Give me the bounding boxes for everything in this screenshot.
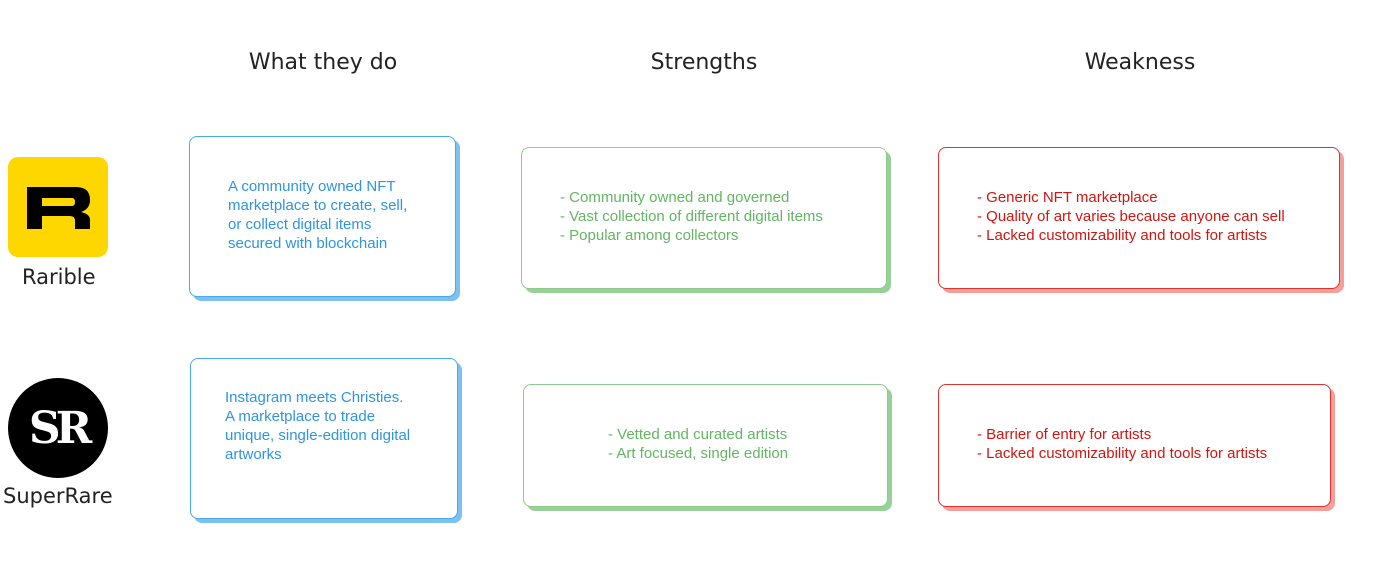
card-line: artworks bbox=[225, 445, 282, 463]
header-weakness: Weakness bbox=[1084, 50, 1196, 75]
superrare-weakness-text: - Barrier of entry for artists - Lacked … bbox=[977, 425, 1267, 463]
card-line: - Lacked customizability and tools for a… bbox=[977, 226, 1268, 244]
rarible-what-they-do-text: A community owned NFT marketplace to cre… bbox=[228, 177, 407, 253]
card-line: - Barrier of entry for artists bbox=[977, 425, 1152, 443]
superrare-strengths-card: - Vetted and curated artists - Art focus… bbox=[523, 384, 888, 507]
card-line: - Art focused, single edition bbox=[608, 444, 789, 462]
card-line: - Popular among collectors bbox=[560, 226, 739, 244]
header-strengths: Strengths bbox=[650, 50, 758, 75]
superrare-what-they-do-card: Instagram meets Christies. A marketplace… bbox=[190, 358, 458, 519]
rarible-what-they-do-card: A community owned NFT marketplace to cre… bbox=[189, 136, 456, 297]
superrare-logo-icon: SR bbox=[8, 378, 108, 478]
rarible-r-icon bbox=[27, 187, 90, 229]
header-what-they-do: What they do bbox=[248, 50, 398, 75]
card-line: unique, single-edition digital bbox=[225, 426, 411, 444]
card-line: - Quality of art varies because anyone c… bbox=[977, 207, 1285, 225]
card-line: - Lacked customizability and tools for a… bbox=[977, 444, 1268, 462]
rarible-logo-icon bbox=[8, 157, 108, 257]
card-line: or collect digital items bbox=[228, 215, 372, 233]
card-line: secured with blockchain bbox=[228, 234, 388, 252]
card-line: Instagram meets Christies. bbox=[225, 388, 404, 406]
rarible-weakness-card: - Generic NFT marketplace - Quality of a… bbox=[938, 147, 1340, 289]
brand-name-rarible: Rarible bbox=[22, 265, 96, 289]
superrare-logo-text: SR bbox=[28, 402, 92, 454]
superrare-strengths-text: - Vetted and curated artists - Art focus… bbox=[608, 425, 788, 463]
rarible-weakness-text: - Generic NFT marketplace - Quality of a… bbox=[977, 188, 1285, 245]
rarible-strengths-text: - Community owned and governed - Vast co… bbox=[560, 188, 823, 245]
superrare-what-they-do-text: Instagram meets Christies. A marketplace… bbox=[225, 388, 410, 464]
card-line: - Vetted and curated artists bbox=[608, 425, 788, 443]
card-line: - Generic NFT marketplace bbox=[977, 188, 1158, 206]
brand-name-superrare: SuperRare bbox=[3, 484, 113, 508]
card-line: A community owned NFT bbox=[228, 177, 396, 195]
superrare-weakness-card: - Barrier of entry for artists - Lacked … bbox=[938, 384, 1331, 507]
card-line: marketplace to create, sell, bbox=[228, 196, 408, 214]
card-line: A marketplace to trade bbox=[225, 407, 376, 425]
card-line: - Community owned and governed bbox=[560, 188, 790, 206]
rarible-strengths-card: - Community owned and governed - Vast co… bbox=[521, 147, 887, 289]
card-line: - Vast collection of different digital i… bbox=[560, 207, 823, 225]
